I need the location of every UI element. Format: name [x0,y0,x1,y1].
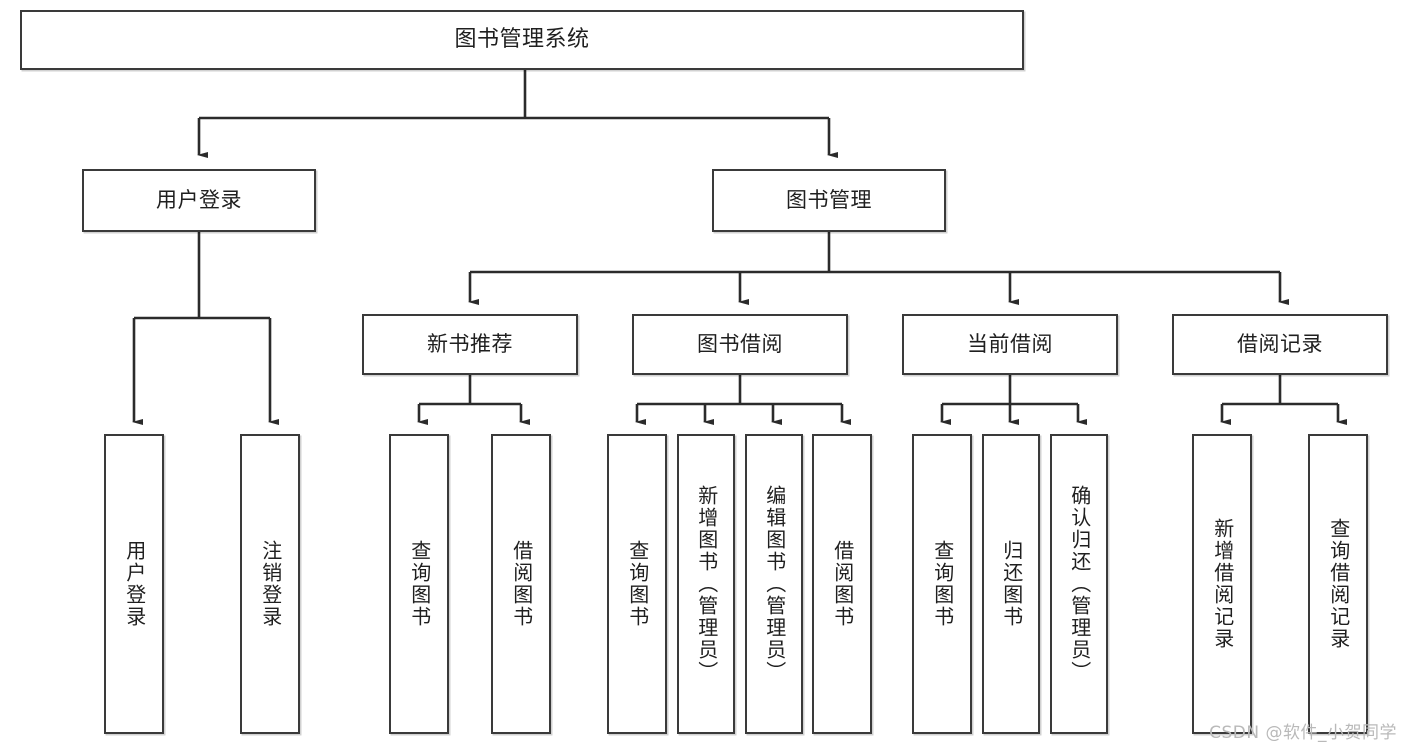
node-leaf-borrow-book-1-label: 借阅图书 [509,540,534,628]
node-leaf-confirm-return-admin[interactable]: 确认归还（管理员） [1050,434,1108,734]
node-leaf-query-book-3[interactable]: 查询图书 [912,434,972,734]
node-new-book-recommend-label: 新书推荐 [427,332,513,357]
node-book-management[interactable]: 图书管理 [712,169,946,232]
node-leaf-borrow-book-2[interactable]: 借阅图书 [812,434,872,734]
node-leaf-add-borrow-record-label: 新增借阅记录 [1210,518,1235,650]
node-leaf-query-book-1[interactable]: 查询图书 [389,434,449,734]
node-book-borrow-label: 图书借阅 [697,332,783,357]
node-user-login-label: 用户登录 [156,188,242,213]
node-leaf-add-borrow-record[interactable]: 新增借阅记录 [1192,434,1252,734]
node-borrow-record[interactable]: 借阅记录 [1172,314,1388,375]
node-leaf-edit-book-admin-label: 编辑图书（管理员） [762,485,787,683]
node-leaf-query-book-2[interactable]: 查询图书 [607,434,667,734]
node-leaf-logout-login[interactable]: 注销登录 [240,434,300,734]
node-leaf-return-book[interactable]: 归还图书 [982,434,1040,734]
node-leaf-borrow-book-2-label: 借阅图书 [830,540,855,628]
node-leaf-borrow-book-1[interactable]: 借阅图书 [491,434,551,734]
node-borrow-record-label: 借阅记录 [1237,332,1323,357]
node-leaf-add-book-admin-label: 新增图书（管理员） [694,485,719,683]
node-leaf-add-book-admin[interactable]: 新增图书（管理员） [677,434,735,734]
node-book-borrow[interactable]: 图书借阅 [632,314,848,375]
node-leaf-user-login[interactable]: 用户登录 [104,434,164,734]
node-current-borrow-label: 当前借阅 [967,332,1053,357]
node-leaf-query-book-2-label: 查询图书 [625,540,650,628]
node-new-book-recommend[interactable]: 新书推荐 [362,314,578,375]
node-root[interactable]: 图书管理系统 [20,10,1024,70]
node-leaf-query-book-1-label: 查询图书 [407,540,432,628]
node-leaf-edit-book-admin[interactable]: 编辑图书（管理员） [745,434,803,734]
node-leaf-query-book-3-label: 查询图书 [930,540,955,628]
node-current-borrow[interactable]: 当前借阅 [902,314,1118,375]
node-leaf-logout-login-label: 注销登录 [258,540,283,628]
node-leaf-user-login-label: 用户登录 [122,540,147,628]
node-leaf-confirm-return-admin-label: 确认归还（管理员） [1067,485,1092,683]
node-user-login[interactable]: 用户登录 [82,169,316,232]
node-leaf-query-borrow-record-label: 查询借阅记录 [1326,518,1351,650]
node-leaf-return-book-label: 归还图书 [999,540,1024,628]
node-book-management-label: 图书管理 [786,188,872,213]
node-root-label: 图书管理系统 [454,27,590,53]
node-leaf-query-borrow-record[interactable]: 查询借阅记录 [1308,434,1368,734]
